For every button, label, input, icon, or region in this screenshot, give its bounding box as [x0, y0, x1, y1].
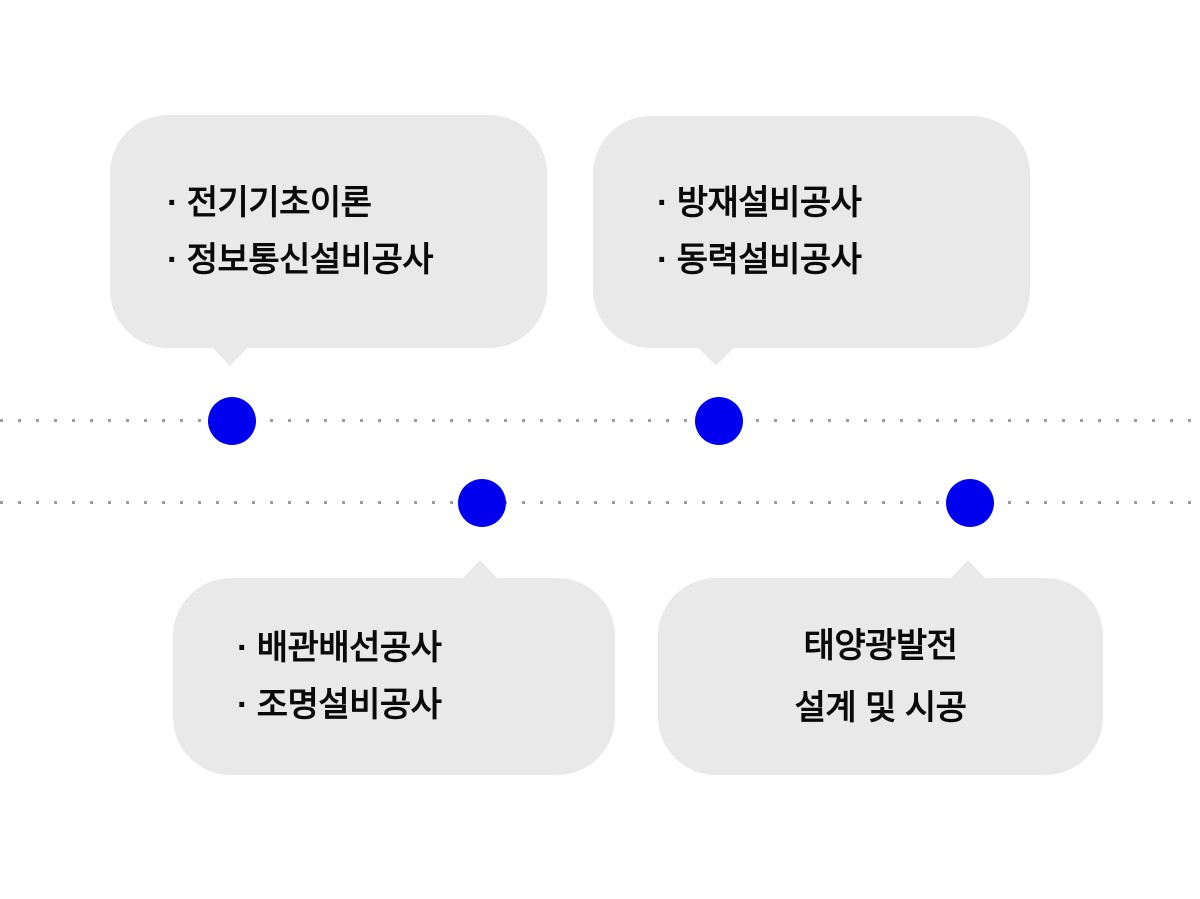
- bubble-tail-up-icon: [462, 560, 498, 579]
- bubble-text-line: · 방재설비공사: [657, 184, 862, 222]
- bubble-text-line: · 조명설비공사: [237, 685, 442, 724]
- bubble-text-line: · 배관배선공사: [237, 628, 442, 667]
- speech-bubble-solar-power: 태양광발전 설계 및 시공: [658, 560, 1103, 775]
- timeline-dotted-line-upper: [0, 419, 1200, 422]
- bubble-text-line: 설계 및 시공: [794, 688, 967, 727]
- timeline-node-dot-2: [695, 397, 743, 445]
- speech-bubble-piping-lighting: · 배관배선공사 · 조명설비공사: [173, 560, 615, 775]
- bubble-text-line: · 정보통신설비공사: [167, 240, 434, 279]
- timeline-node-dot-4: [946, 479, 994, 527]
- bubble-tail-down-icon: [698, 347, 734, 366]
- timeline-dotted-line-lower: [0, 501, 1200, 504]
- timeline-node-dot-3: [458, 479, 506, 527]
- bubble-tail-up-icon: [950, 560, 986, 579]
- speech-bubble-electrical-basics: · 전기기초이론 · 정보통신설비공사: [110, 115, 547, 366]
- speech-bubble-disaster-power: · 방재설비공사 · 동력설비공사: [593, 116, 1030, 366]
- bubble-tail-down-icon: [212, 347, 248, 366]
- bubble-text-line: · 전기기초이론: [167, 183, 372, 222]
- bubble-text-line: 태양광발전: [803, 626, 958, 665]
- timeline-node-dot-1: [208, 397, 256, 445]
- bubble-text-line: · 동력설비공사: [657, 241, 862, 279]
